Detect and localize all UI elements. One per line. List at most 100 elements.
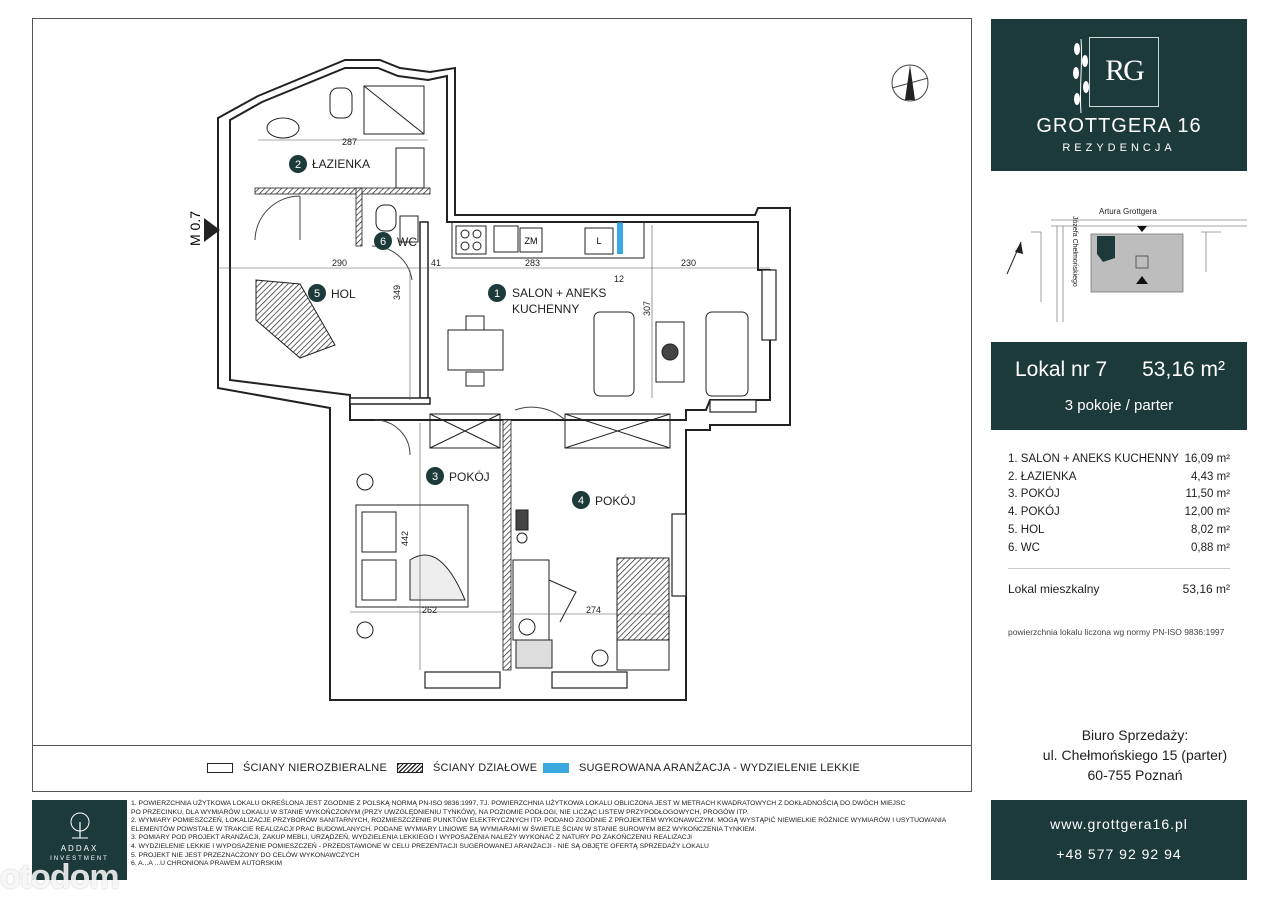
total-label: Lokal mieszkalny (1008, 582, 1100, 596)
office-title: Biuro Sprzedaży: (1081, 727, 1189, 743)
room-area: 4,43 m² (1191, 470, 1230, 483)
note-line: 2. WYMIARY POMIESZCZEŃ, LOKALIZACJE PRZY… (131, 817, 947, 825)
legal-notes: 1. POWIERZCHNIA UŻYTKOWA LOKALU OKREŚLON… (131, 800, 981, 869)
partition-walls (254, 187, 512, 671)
dim-274: 274 (586, 605, 601, 615)
room-row: 6. WC 0,88 m² (1008, 539, 1230, 557)
legend-structural-label: ŚCIANY NIEROZBIERALNE (243, 762, 387, 774)
dim-262: 262 (422, 605, 437, 615)
fridge-label: L (596, 236, 601, 246)
sales-office: Biuro Sprzedaży: ul. Chełmońskiego 15 (p… (1030, 725, 1240, 785)
dim-287: 287 (342, 137, 357, 147)
room-badge-3: 3 (432, 471, 438, 483)
windows (424, 269, 777, 689)
total-area-row: Lokal mieszkalny 53,16 m² (1008, 582, 1230, 596)
room-area: 8,02 m² (1191, 524, 1230, 537)
living-furniture (447, 311, 749, 397)
monogram-text: RG (1105, 54, 1145, 87)
dim-290: 290 (332, 258, 347, 268)
office-city: 60-755 Poznań (1087, 767, 1183, 783)
room-name: 2. ŁAZIENKA (1008, 470, 1077, 483)
phone-link[interactable]: +48 577 92 92 94 (1056, 846, 1182, 862)
room-label-5: HOL (331, 287, 356, 301)
dim-12: 12 (614, 274, 624, 284)
entrance-label: M 0.7 (187, 211, 203, 246)
unit-area: 53,16 m² (1142, 358, 1225, 381)
room-badge-1: 1 (494, 288, 500, 300)
kitchen-counter (451, 221, 645, 259)
brand-subtitle: REZYDENCJA (1062, 142, 1176, 154)
entrance-marker-icon (1137, 226, 1147, 232)
room-label-4: POKÓJ (595, 493, 636, 508)
office-street: ul. Chełmońskiego 15 (parter) (1042, 747, 1228, 763)
dim-283: 283 (525, 258, 540, 268)
norm-note: powierzchnia lokalu liczona wg normy PN-… (1008, 627, 1225, 637)
room-name: 1. SALON + ANEKS KUCHENNY (1008, 452, 1179, 465)
room-label-1: SALON + ANEKS (512, 286, 606, 300)
unit-floor: parter (1134, 397, 1174, 414)
brand-logo: RG GROTTGERA 16 REZYDENCJA (991, 19, 1247, 171)
room-badge-6: 6 (380, 236, 386, 248)
room-label-1b: KUCHENNY (512, 302, 579, 316)
room-area: 11,50 m² (1185, 488, 1230, 501)
room-name: 4. POKÓJ (1008, 506, 1060, 519)
total-area: 53,16 m² (1182, 582, 1230, 596)
dim-230: 230 (681, 258, 696, 268)
legend-light-label: SUGEROWANA ARANŻACJA - WYDZIELENIE LEKKI… (579, 762, 861, 774)
room-label-2: ŁAZIENKA (312, 157, 370, 171)
partition-swatch (397, 763, 423, 773)
brand-monogram: RG (1089, 37, 1159, 107)
note-line: 6. A...A ...U CHRONIONA PRAWEM AUTORSKIM (131, 860, 283, 868)
legend: ŚCIANY NIEROZBIERALNE ŚCIANY DZIAŁOWE SU… (32, 746, 972, 792)
room-badge-2: 2 (295, 159, 301, 171)
unit-number: Lokal nr 7 (1015, 358, 1108, 381)
light-swatch (543, 763, 569, 773)
street-main: Artura Grottgera (1099, 207, 1157, 216)
developer-logo: ADDAX INVESTMENT (32, 800, 127, 880)
tree-icon (70, 812, 90, 839)
note-line: PO PRZECINKU, DLA WYMIARÓW LOKALU W STAN… (131, 808, 749, 816)
developer-sub: INVESTMENT (50, 856, 109, 862)
room-label-6: WC (397, 235, 417, 249)
room-area: 0,88 m² (1191, 541, 1230, 554)
dimension-lines (218, 139, 770, 670)
note-line: ELEMENTÓW POWSTAŁE W TRAKCIE REALIZACJI … (131, 825, 757, 833)
dim-41: 41 (431, 258, 441, 268)
room-badge-5: 5 (314, 288, 320, 300)
north-arrow-icon (1006, 241, 1023, 275)
dim-307: 307 (642, 301, 652, 316)
note-line: 4. WYDZIELENIE LEKKIE I WYPOSAŻENIE POMI… (131, 842, 709, 850)
room-badges: 1 SALON + ANEKS KUCHENNY 2 ŁAZIENKA 3 PO… (289, 155, 636, 509)
website-link[interactable]: www.grottgera16.pl (1050, 816, 1188, 832)
legend-partition: ŚCIANY DZIAŁOWE (397, 762, 537, 774)
location-map: Artura Grottgera Józefa Chełmońskiego (1006, 207, 1247, 322)
entrance-arrow-icon (204, 218, 220, 242)
street-side: Józefa Chełmońskiego (1071, 216, 1078, 287)
floor-plan: ZM L (187, 59, 929, 701)
room-name: 6. WC (1008, 541, 1040, 554)
contact-box: www.grottgera16.pl +48 577 92 92 94 (991, 800, 1247, 880)
watermark: otodom (0, 858, 120, 896)
legend-light: SUGEROWANA ARANŻACJA - WYDZIELENIE LEKKI… (543, 762, 860, 774)
room-row: 3. POKÓJ 11,50 m² (1008, 486, 1230, 504)
table-divider (1008, 568, 1230, 569)
room-row: 5. HOL 8,02 m² (1008, 521, 1230, 539)
room-row: 2. ŁAZIENKA 4,43 m² (1008, 468, 1230, 486)
room-name: 5. HOL (1008, 524, 1045, 537)
note-line: 3. POMIARY POD PROJEKT ARANŻACJI, ZAKUP … (131, 834, 692, 842)
unit-rooms-floor: 3 pokoje / parter (991, 397, 1247, 414)
note-line: 1. POWIERZCHNIA UŻYTKOWA LOKALU OKREŚLON… (131, 800, 906, 807)
dimensions: 287 290 41 283 12 230 349 307 442 262 27… (332, 137, 696, 615)
dim-442: 442 (400, 531, 410, 546)
unit-summary: Lokal nr 7 53,16 m² 3 pokoje / parter (991, 342, 1247, 430)
floor-plan-frame (32, 18, 972, 746)
note-line: 5. PROJEKT NIE JEST PRZEZNACZONY DO CELÓ… (131, 851, 360, 859)
bathroom-fixtures (266, 85, 425, 243)
room-label-3: POKÓJ (449, 469, 490, 484)
north-compass-icon (891, 64, 929, 102)
developer-name: ADDAX (60, 844, 99, 853)
room-name: 3. POKÓJ (1008, 488, 1060, 501)
